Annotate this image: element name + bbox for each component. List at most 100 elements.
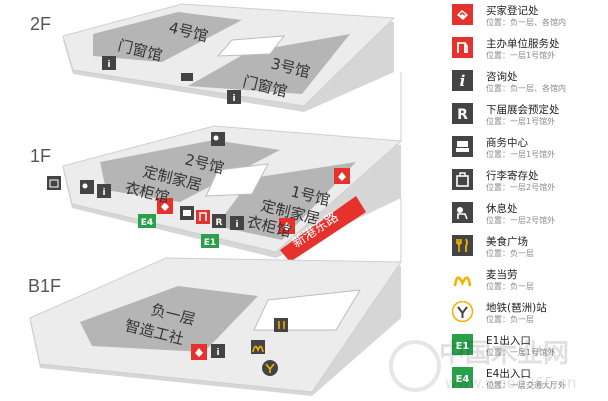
rest-area-pin[interactable] xyxy=(80,180,94,194)
legend-subtitle: 位置：负一层 xyxy=(486,282,534,291)
information-pin[interactable]: i xyxy=(211,344,225,358)
legend-title: 买家登记处 xyxy=(486,5,539,17)
legend-title: 行李寄存处 xyxy=(486,170,539,182)
floor-1f: R i i E4 E1 1F 2号馆 定制家居 衣柜馆 1号馆 定制家居 衣 xyxy=(30,125,403,262)
organizer-service-icon xyxy=(452,37,473,58)
reservation-pin[interactable]: R xyxy=(212,214,226,228)
svg-text:i: i xyxy=(107,60,110,70)
legend-subtitle: 位置：负一层 xyxy=(486,315,534,324)
legend-item-information: i 咨询处 位置：负一层、各馆内 xyxy=(452,68,608,102)
legend-item-rest-area: 休息处 位置：一层2号馆外 xyxy=(452,200,608,234)
watermark: 中国木业网 www.wood365.cn xyxy=(389,339,577,392)
legend-title: E1出入口 xyxy=(486,335,531,347)
legend-title: 咨询处 xyxy=(486,71,518,83)
buyer-registration-pin[interactable] xyxy=(279,218,295,234)
svg-text:R: R xyxy=(216,218,223,228)
legend-item-buyer-registration: 买家登记处 位置：负一层、各馆内 xyxy=(452,2,608,36)
buyer-registration-icon xyxy=(452,4,473,25)
legend-subtitle: 位置：一层2号馆外 xyxy=(486,216,556,225)
b1f-area[interactable] xyxy=(80,286,258,352)
svg-text:i: i xyxy=(235,220,238,230)
street-band xyxy=(280,196,366,262)
e4-entrance-label: E4 xyxy=(141,218,153,228)
svg-text:i: i xyxy=(232,94,235,104)
legend-item-organizer-service: 主办单位服务处 位置：一层1号馆外 xyxy=(452,35,608,69)
food-court-icon xyxy=(452,235,473,256)
legend-item-business-center: 商务中心 位置：一层1号馆外 xyxy=(452,134,608,168)
buyer-registration-pin[interactable] xyxy=(157,198,173,214)
business-center-pin[interactable] xyxy=(180,206,194,220)
information-icon: i xyxy=(452,70,473,91)
legend-subtitle: 位置：一层1号馆外 xyxy=(486,51,556,60)
svg-text:i: i xyxy=(460,72,466,90)
legend-title: 休息处 xyxy=(486,203,518,215)
legend-item-luggage-storage: 行李寄存处 位置：一层2号馆外 xyxy=(452,167,608,201)
atrium-1f xyxy=(205,163,269,197)
business-center-icon xyxy=(452,136,473,157)
legend-subtitle: 位置：一层2号馆外 xyxy=(486,183,556,192)
reservation-icon: R xyxy=(452,103,473,124)
watermark-text: 中国木业网 xyxy=(439,339,569,369)
metro-station-pin[interactable] xyxy=(262,360,278,376)
legend-subtitle: 位置：负一层 xyxy=(486,249,534,258)
legend-item-reservation: R 下届展会预定处 位置：一层1号馆外 xyxy=(452,101,608,135)
mcdonalds-icon xyxy=(452,268,473,289)
hall-3[interactable] xyxy=(188,34,350,94)
legend-subtitle: 位置：一层交通大厅外 xyxy=(486,381,566,390)
watermark-logo-icon xyxy=(389,340,441,392)
legend: 买家登记处 位置：负一层、各馆内 主办单位服务处 位置：一层1号馆外 i 咨询处… xyxy=(451,0,608,401)
legend-subtitle: 位置：一层1号馆外 xyxy=(486,117,556,126)
legend-item-e1-entrance: E1 E1出入口 位置：一层1号馆外 xyxy=(452,332,608,366)
atrium-2f xyxy=(216,35,286,57)
e4-entrance-pin[interactable]: E4 xyxy=(138,214,156,228)
rest-area-icon xyxy=(452,202,473,223)
information-pin[interactable]: i xyxy=(230,216,244,230)
floor-2f: i i 2F 4号馆 门窗馆 3号馆 门窗馆 xyxy=(30,3,396,112)
legend-title: 地铁(琶洲)站 xyxy=(486,302,547,314)
svg-text:i: i xyxy=(216,348,219,358)
legend-item-mcdonalds: 麦当劳 位置：负一层 xyxy=(452,266,608,300)
legend-item-e4-entrance: E4 E4出入口 位置：一层交通大厅外 xyxy=(452,365,608,399)
floor-label-2f: 2F xyxy=(30,14,51,34)
e1-entrance-pin[interactable]: E1 xyxy=(201,234,219,248)
luggage-storage-pin[interactable] xyxy=(47,176,61,190)
hall-2[interactable] xyxy=(100,140,280,202)
legend-title: 主办单位服务处 xyxy=(486,38,560,50)
legend-subtitle: 位置：负一层、各馆内 xyxy=(486,84,566,93)
legend-title: E4出入口 xyxy=(486,368,531,380)
svg-text:i: i xyxy=(102,188,105,198)
e1-entrance-label: E1 xyxy=(204,238,216,248)
floor-label-1f: 1F xyxy=(30,146,51,166)
legend-title: 美食广场 xyxy=(486,236,528,248)
legend-subtitle: 位置：一层1号馆外 xyxy=(486,150,556,159)
svg-text:R: R xyxy=(457,107,468,123)
legend-subtitle: 位置：负一层、各馆内 xyxy=(486,18,566,27)
e1-entrance-icon: E1 xyxy=(452,334,473,355)
e4-entrance-icon: E4 xyxy=(452,367,473,388)
luggage-storage-icon xyxy=(452,169,473,190)
floor-label-b1f: B1F xyxy=(28,276,61,296)
legend-title: 商务中心 xyxy=(486,137,528,149)
metro-station-icon xyxy=(451,300,474,323)
venue-map: i i 2F 4号馆 门窗馆 3号馆 门窗馆 xyxy=(28,3,403,396)
information-pin[interactable]: i xyxy=(97,184,111,198)
legend-title: 麦当劳 xyxy=(486,269,518,281)
svg-text:E4: E4 xyxy=(456,374,470,385)
legend-title: 下届展会预定处 xyxy=(486,104,560,116)
hall-4[interactable] xyxy=(93,12,242,62)
buyer-registration-pin[interactable] xyxy=(191,344,207,360)
mcdonalds-pin[interactable] xyxy=(251,340,265,354)
legend-subtitle: 位置：一层1号馆外 xyxy=(486,348,556,357)
rest-area-pin[interactable] xyxy=(211,132,225,146)
legend-item-food-court: 美食广场 位置：负一层 xyxy=(452,233,608,267)
legend-item-metro-station: 地铁(琶洲)站 位置：负一层 xyxy=(451,299,608,333)
svg-text:E1: E1 xyxy=(456,341,470,352)
watermark-url: www.wood365.cn xyxy=(445,374,577,392)
information-pin[interactable]: i xyxy=(227,90,241,104)
escalator-icon xyxy=(181,73,193,81)
organizer-service-pin[interactable] xyxy=(196,210,210,224)
information-pin[interactable]: i xyxy=(102,56,116,70)
buyer-registration-pin[interactable] xyxy=(334,168,350,184)
floor-b1f: i B1F 负一层 智造工社 xyxy=(28,257,402,396)
food-court-pin[interactable] xyxy=(274,318,288,332)
